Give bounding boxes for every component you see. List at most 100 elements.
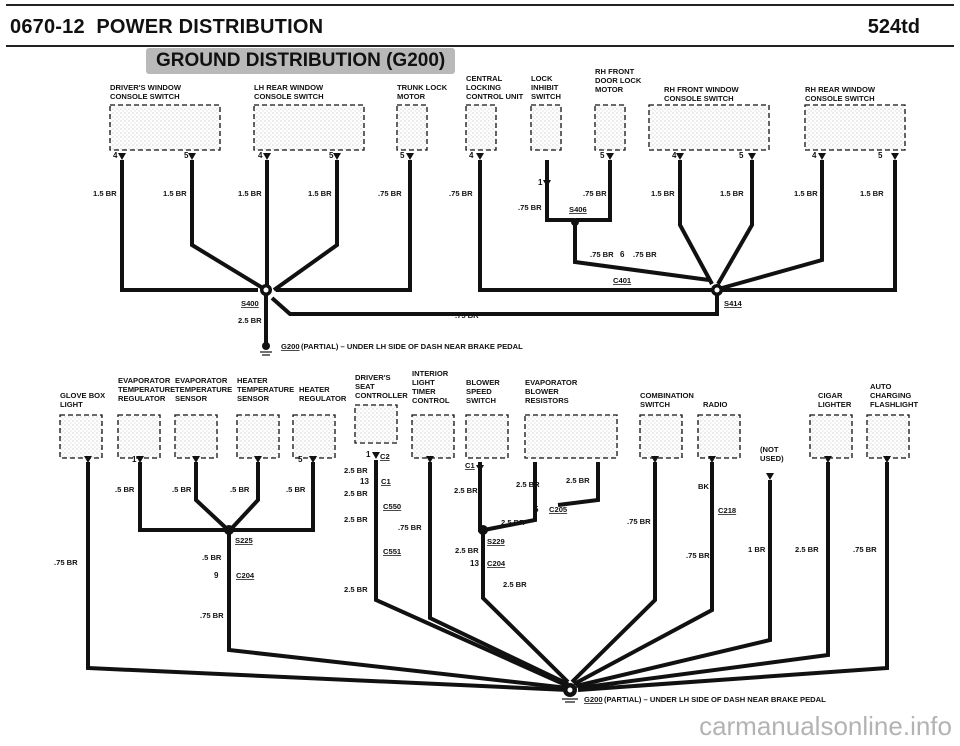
evap-temp-regulator-label-2: TEMPERATURE xyxy=(118,385,175,394)
splice-s406-label: S406 xyxy=(569,205,587,214)
heater-regulator-label-2: REGULATOR xyxy=(299,394,347,403)
pin-label: 4 xyxy=(113,151,118,160)
heater-temp-sensor-box xyxy=(236,414,280,459)
pin-label: 5 xyxy=(298,455,303,464)
wire-s406-c401 xyxy=(573,222,710,282)
watermark: carmanualsonline.info xyxy=(699,711,952,741)
header-rule xyxy=(6,4,954,6)
wire-size-label: .75 BR xyxy=(378,189,402,198)
pin-arrow xyxy=(708,456,716,463)
wire-size-label: .75 BR xyxy=(853,545,877,554)
radio-label: RADIO xyxy=(703,400,728,409)
wire-heater-regulator xyxy=(232,462,315,532)
splice-s225-label: S225 xyxy=(235,536,254,545)
connector-c550-label: C550 xyxy=(383,502,401,511)
pin-label: 1 xyxy=(538,178,543,187)
interior-light-timer-label-3: TIMER xyxy=(412,387,436,396)
evap-blower-resistors-label-1: EVAPORATOR xyxy=(525,378,578,387)
pin-arrow xyxy=(651,456,659,463)
bottom-component-boxes xyxy=(59,404,910,459)
lock-inhibit-label-2: INHIBIT xyxy=(531,83,559,92)
pin-arrow xyxy=(406,153,414,160)
wire-size-label: .5 BR xyxy=(115,485,135,494)
wire-size-label: 1 BR xyxy=(748,545,766,554)
driver-window-switch-label-2: CONSOLE SWITCH xyxy=(110,92,180,101)
pin-label: 5 xyxy=(600,151,605,160)
pin-arrow xyxy=(136,456,144,463)
pin-arrow xyxy=(676,153,684,160)
rh-front-window-switch-label-1: RH FRONT WINDOW xyxy=(664,85,739,94)
auto-charging-flashlight-label-1: AUTO xyxy=(870,382,891,391)
wire-combination-switch xyxy=(570,462,657,684)
wire-evap-regulator xyxy=(138,462,228,532)
diagram-banner: GROUND DISTRIBUTION (G200) xyxy=(146,48,456,74)
wire-size-label: 1.5 BR xyxy=(860,189,884,198)
evap-temp-sensor-label-1: EVAPORATOR xyxy=(175,376,228,385)
pin-label: 5 xyxy=(739,151,744,160)
wire-size-label: BK xyxy=(698,482,709,491)
ground-g200-note: (PARTIAL) – UNDER LH SIDE OF DASH NEAR B… xyxy=(301,342,523,351)
wire-heater-sensor xyxy=(230,462,260,530)
glove-box-light-label-2: LIGHT xyxy=(60,400,83,409)
pin-arrow xyxy=(309,456,317,463)
wire-interior-light xyxy=(428,462,569,686)
pin-arrow xyxy=(883,456,891,463)
pin-arrow xyxy=(333,153,341,160)
heater-temp-sensor-label-2: TEMPERATURE xyxy=(237,385,294,394)
wire-size-label: 1.5 BR xyxy=(720,189,744,198)
lh-rear-window-switch-label-1: LH REAR WINDOW xyxy=(254,83,324,92)
auto-charging-flashlight-box xyxy=(866,414,910,459)
rh-front-door-lock-box xyxy=(594,104,626,151)
bottom-pins: 1 5 1 xyxy=(132,450,371,464)
splice-s400-label: S400 xyxy=(241,299,259,308)
wire-blower-switch xyxy=(478,462,485,532)
connector-c551-label: C551 xyxy=(383,547,402,556)
wire-size-label: .5 BR xyxy=(286,485,306,494)
wire-size-label: .5 BR xyxy=(172,485,192,494)
wire-size-label: .75 BR xyxy=(455,311,479,320)
central-locking-label-1: CENTRAL xyxy=(466,74,503,83)
connector-c2-label: C2 xyxy=(380,452,390,461)
rh-front-window-switch-box xyxy=(648,104,770,151)
cigar-lighter-box xyxy=(809,414,853,459)
wire-driver-window-4 xyxy=(120,160,258,292)
evap-temp-sensor-box xyxy=(174,414,218,459)
wire-driver-window-5 xyxy=(190,160,268,292)
splice-s400-center xyxy=(263,287,269,293)
blower-speed-switch-label-3: SWITCH xyxy=(466,396,496,405)
wire-driver-seat xyxy=(374,460,569,688)
heater-temp-sensor-label-1: HEATER xyxy=(237,376,268,385)
pin-label: 4 xyxy=(469,151,474,160)
pin-arrow xyxy=(818,153,826,160)
wire-size-label: .75 BR xyxy=(449,189,473,198)
central-locking-label-3: CONTROL UNIT xyxy=(466,92,524,101)
connector-blower-c1-label: C1 xyxy=(465,461,475,470)
rh-rear-window-switch-box xyxy=(804,104,906,151)
splice-s229-dot xyxy=(478,525,488,535)
top-wires xyxy=(120,160,897,345)
splice-s406-dot xyxy=(571,218,579,226)
splice-s414-center xyxy=(714,287,720,293)
connector-c401-label: C401 xyxy=(613,276,632,285)
bottom-pin-arrows xyxy=(84,452,891,480)
ground-dot xyxy=(262,342,270,350)
evap-blower-resistors-label-2: BLOWER xyxy=(525,387,559,396)
combination-switch-box xyxy=(639,414,683,459)
wire-evap-resistors-1 xyxy=(483,462,537,532)
wire-evap-resistors-2 xyxy=(557,462,600,507)
wire-size-label: .75 BR xyxy=(54,558,78,567)
pin-label: 4 xyxy=(258,151,263,160)
splice-s225-dot xyxy=(224,525,234,535)
wire-size-label: 1.5 BR xyxy=(163,189,187,198)
bottom-wire-labels: .75 BR .5 BR .5 BR .5 BR .5 BR .5 BR .75… xyxy=(54,466,877,620)
pin-arrow xyxy=(606,153,614,160)
lh-rear-window-switch-label-2: CONSOLE SWITCH xyxy=(254,92,324,101)
pin-arrow xyxy=(254,456,262,463)
wire-size-label: .75 BR xyxy=(590,250,614,259)
splice-s414-label: S414 xyxy=(724,299,743,308)
wire-rh-rear-window-4 xyxy=(721,160,824,290)
wire-central-locking xyxy=(478,160,717,292)
rh-front-door-lock-label-3: MOTOR xyxy=(595,85,624,94)
section-number: 0670-12 xyxy=(10,16,85,38)
ground-dot-center xyxy=(567,687,573,693)
